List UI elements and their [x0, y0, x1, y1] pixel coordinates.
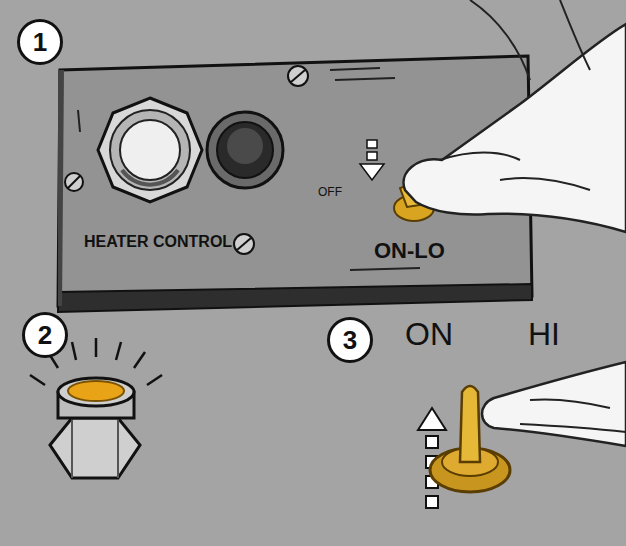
callout-number: 2 — [22, 312, 68, 358]
callout-text: 2 — [38, 322, 52, 348]
heater-control-plate: HEATER CONTROL ON-LO — [58, 56, 532, 306]
plate-title: HEATER CONTROL — [84, 234, 232, 250]
callout-number: 1 — [17, 19, 63, 65]
switch-position: OFF — [318, 186, 342, 198]
callout-text: 1 — [33, 29, 47, 55]
switch-position: HI — [528, 318, 560, 350]
callout-text: 3 — [343, 327, 357, 353]
switch-position: ON-LO — [374, 240, 445, 262]
callout-number: 3 — [327, 317, 373, 363]
switch-position: ON — [405, 318, 453, 350]
